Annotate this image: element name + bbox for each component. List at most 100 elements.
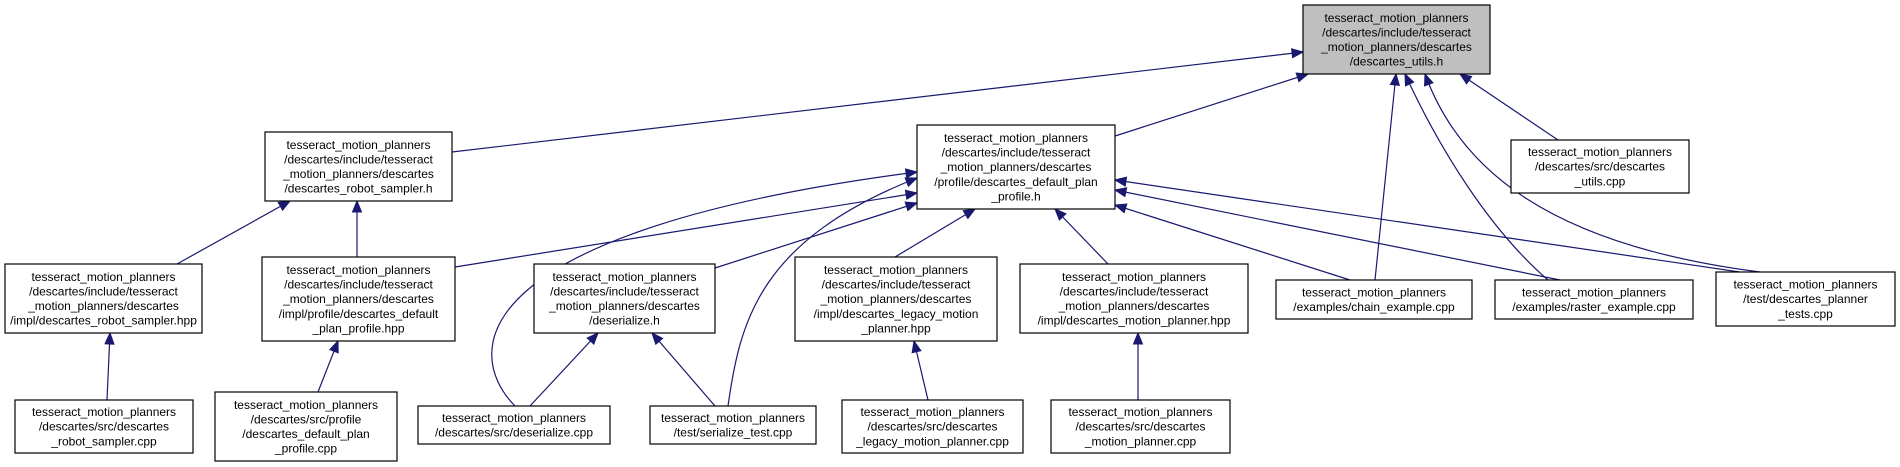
node-box <box>14 399 194 454</box>
node-label-line: /descartes/include/tesseract <box>822 278 971 292</box>
file-node-serialize_test[interactable]: tesseract_motion_planners/test/serialize… <box>649 405 817 445</box>
file-node-planner_tests[interactable]: tesseract_motion_planners/test/descartes… <box>1715 271 1896 327</box>
node-label-line: /descartes/src/descartes <box>1075 420 1205 434</box>
dependency-edge <box>1424 72 1761 273</box>
arrowhead-icon <box>1404 72 1415 87</box>
node-label-line: /profile/descartes_default_plan <box>934 175 1097 189</box>
arrowhead-icon <box>1113 203 1128 214</box>
dependency-edge <box>1054 208 1109 265</box>
node-box <box>1494 279 1694 320</box>
node-label-line: _utils.cpp <box>1574 174 1626 188</box>
edge-line <box>894 208 976 258</box>
file-node-utils_cpp[interactable]: tesseract_motion_planners/descartes/src/… <box>1510 139 1690 194</box>
file-node-motion_planner_hpp[interactable]: tesseract_motion_planners/descartes/incl… <box>1019 263 1249 334</box>
arrowhead-icon <box>962 208 977 220</box>
dependency-edge <box>651 332 716 407</box>
node-label-line: tesseract_motion_planners <box>944 131 1088 145</box>
node-box <box>841 399 1024 454</box>
dependency-edge <box>1458 73 1559 141</box>
node-label-line: _profile.cpp <box>274 442 337 456</box>
edge-line <box>1114 189 1561 281</box>
node-label-line: /impl/descartes_robot_sampler.hpp <box>10 314 197 328</box>
dependency-edge <box>454 189 919 268</box>
file-node-default_plan_profile_hpp[interactable]: tesseract_motion_planners/descartes/incl… <box>261 256 456 342</box>
node-label-line: tesseract_motion_planners <box>1522 285 1666 299</box>
node-label-line: /deserialize.h <box>589 314 660 328</box>
node-label-line: /examples/raster_example.cpp <box>1512 300 1676 314</box>
node-box <box>1050 399 1231 454</box>
node-label-line: /descartes/include/tesseract <box>942 146 1091 160</box>
file-node-robot_sampler_h[interactable]: tesseract_motion_planners/descartes/incl… <box>264 131 453 202</box>
dependency-edge <box>1113 187 1561 281</box>
node-label-line: /impl/descartes_legacy_motion <box>814 307 979 321</box>
edge-line <box>1404 73 1549 281</box>
arrowhead-icon <box>328 339 339 354</box>
file-node-legacy_motion_planner_cpp[interactable]: tesseract_motion_planners/descartes/src/… <box>841 399 1024 454</box>
node-box <box>214 391 398 462</box>
edge-line <box>1114 73 1309 137</box>
node-label-line: _plan_profile.hpp <box>311 321 404 335</box>
edges-layer <box>104 48 1761 407</box>
node-label-line: _motion_planners/descartes <box>282 167 434 181</box>
edge-line <box>529 332 599 407</box>
dependency-edge <box>1113 203 1351 281</box>
node-label-line: _motion_planner.cpp <box>1084 434 1197 448</box>
file-node-motion_planner_cpp[interactable]: tesseract_motion_planners/descartes/src/… <box>1050 399 1231 454</box>
edge-line <box>1114 179 1761 276</box>
arrowhead-icon <box>1290 48 1305 59</box>
node-label-line: _planner.hpp <box>860 321 931 335</box>
dependency-edge <box>1404 72 1549 281</box>
arrowhead-icon <box>104 331 115 345</box>
node-box <box>916 124 1116 210</box>
file-node-robot_sampler_hpp[interactable]: tesseract_motion_planners/descartes/incl… <box>4 263 203 334</box>
edge-line <box>727 177 918 407</box>
node-label-line: tesseract_motion_planners <box>824 263 968 277</box>
node-box <box>1275 279 1473 320</box>
node-label-line: /descartes/include/tesseract <box>1322 25 1471 39</box>
node-label-line: _motion_planners/descartes <box>548 299 700 313</box>
node-box <box>417 405 611 445</box>
node-label-line: tesseract_motion_planners <box>286 263 430 277</box>
file-node-legacy_motion_planner_hpp[interactable]: tesseract_motion_planners/descartes/incl… <box>794 256 998 342</box>
node-label-line: /test/descartes_planner <box>1743 292 1868 306</box>
edge-line <box>451 51 1304 153</box>
root-node-box <box>1302 4 1491 75</box>
node-label-line: /descartes/include/tesseract <box>550 284 699 298</box>
file-node-default_plan_profile_h[interactable]: tesseract_motion_planners/descartes/incl… <box>916 124 1116 210</box>
node-box <box>649 405 817 445</box>
node-label-line: tesseract_motion_planners <box>286 138 430 152</box>
file-node-chain_example[interactable]: tesseract_motion_planners/examples/chain… <box>1275 279 1473 320</box>
node-label-line: /descartes_default_plan <box>242 427 369 441</box>
node-box <box>533 263 716 334</box>
node-label-line: /descartes/include/tesseract <box>1060 284 1209 298</box>
node-box <box>264 131 453 202</box>
arrowhead-icon <box>1389 72 1401 86</box>
file-node-deserialize_h[interactable]: tesseract_motion_planners/descartes/incl… <box>533 263 716 334</box>
node-label-line: tesseract_motion_planners <box>32 405 176 419</box>
arrowhead-icon <box>1113 187 1128 198</box>
edge-line <box>651 332 716 407</box>
arrowhead-icon <box>586 332 599 345</box>
arrowhead-icon <box>651 332 664 346</box>
node-box <box>4 263 203 334</box>
file-node-root[interactable]: tesseract_motion_planners/descartes/incl… <box>1302 4 1491 75</box>
node-label-line: tesseract_motion_planners <box>1062 270 1206 284</box>
file-node-robot_sampler_cpp[interactable]: tesseract_motion_planners/descartes/src/… <box>14 399 194 454</box>
file-node-raster_example[interactable]: tesseract_motion_planners/examples/raste… <box>1494 279 1694 320</box>
edge-line <box>176 200 291 265</box>
arrowhead-icon <box>904 201 919 212</box>
dependency-edge <box>727 177 919 407</box>
node-label-line: /test/serialize_test.cpp <box>674 426 793 440</box>
edge-line <box>1114 204 1351 281</box>
dependency-edge <box>491 168 919 407</box>
dependency-edge <box>1114 72 1310 137</box>
node-label-line: /descartes/include/tesseract <box>284 278 433 292</box>
dependency-edge <box>894 208 977 258</box>
node-label-line: /descartes/src/descartes <box>39 420 169 434</box>
arrowhead-icon <box>904 177 919 188</box>
file-node-default_plan_profile_cpp[interactable]: tesseract_motion_planners/descartes/src/… <box>214 391 398 462</box>
arrowhead-icon <box>1054 208 1067 221</box>
file-node-deserialize_cpp[interactable]: tesseract_motion_planners/descartes/src/… <box>417 405 611 445</box>
dependency-edge <box>351 199 363 257</box>
